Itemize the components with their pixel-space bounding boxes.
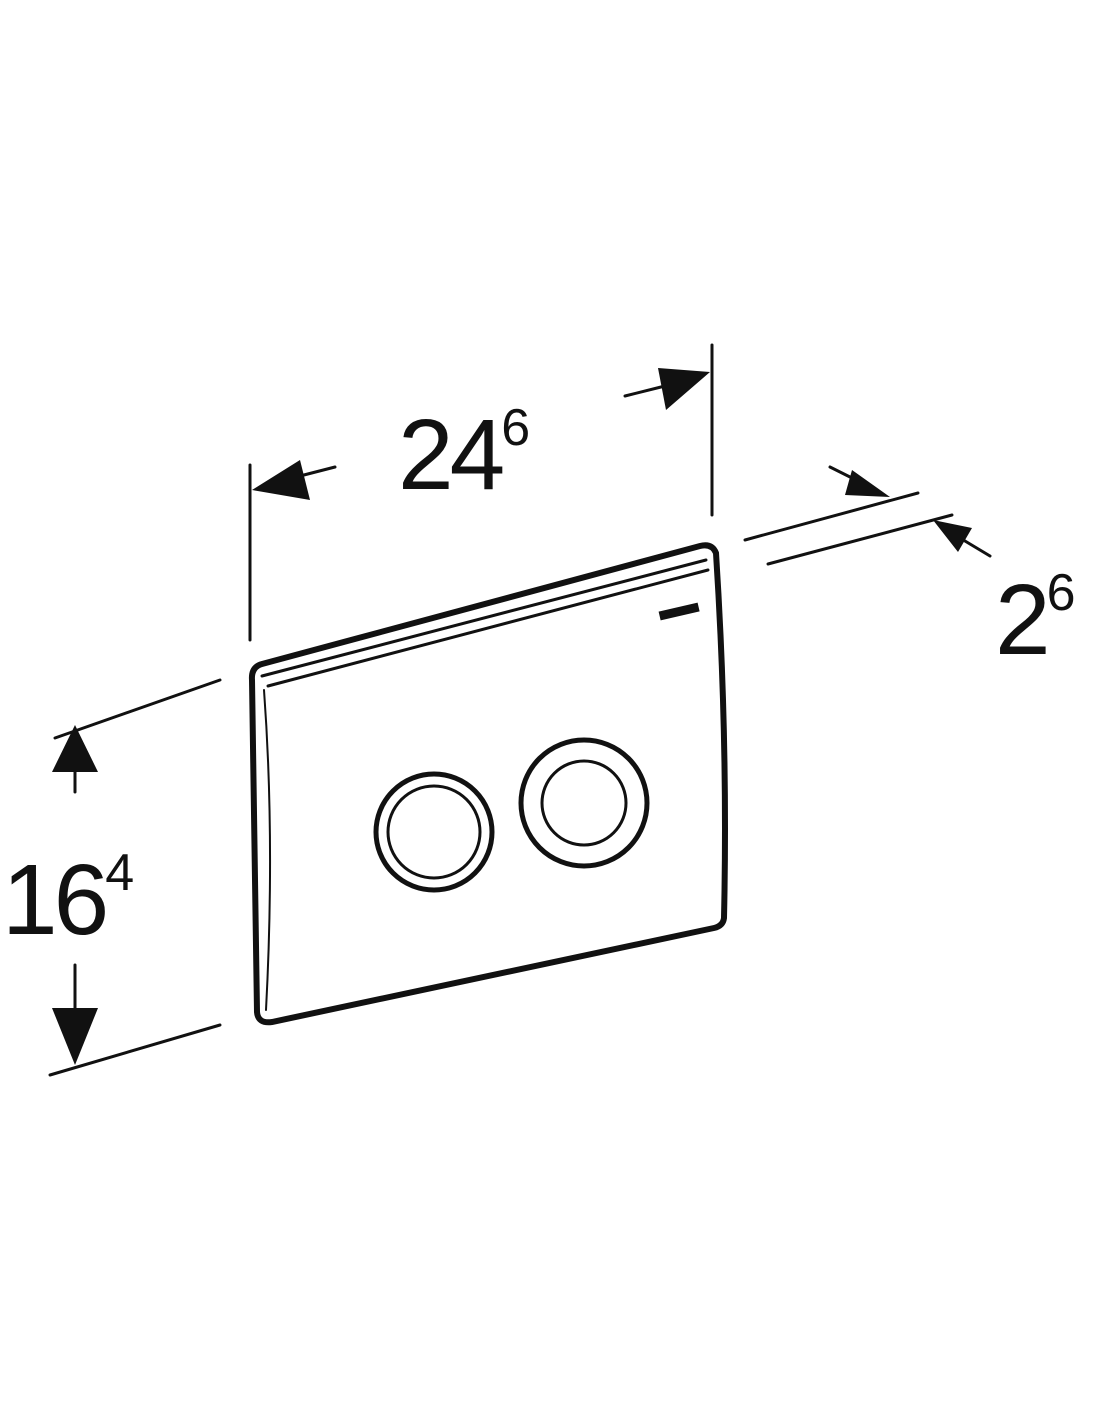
arrow-left-icon [252,460,310,500]
extension-line [766,513,954,566]
width-value: 24 [398,399,505,511]
width-dimension-label: 246 [398,402,530,505]
arrow-up-icon [52,725,98,772]
plate-bevel-line [266,568,710,688]
small-flush-button-outer [373,771,495,893]
dimension-line [298,465,337,478]
arrow-up-left-icon [933,520,972,552]
brand-logo [658,602,700,621]
arrow-down-right-icon [845,470,890,497]
plate-bevel-left [263,689,272,1011]
height-superscript: 4 [105,844,135,902]
extension-line [743,491,920,542]
dimension-line [958,536,992,558]
plate-outline [248,542,728,1026]
arrow-right-icon [658,368,710,410]
dimension-line [623,384,667,398]
height-dimension-label: 164 [2,847,134,950]
depth-dimension-label: 26 [995,567,1076,670]
large-flush-button-inner [540,759,628,847]
small-flush-button-inner [386,784,482,880]
plate-bevel-line [260,558,708,678]
height-value: 16 [2,844,109,956]
extension-line [53,678,222,740]
extension-line [48,1023,222,1077]
width-superscript: 6 [501,399,531,457]
large-flush-button-outer [518,737,650,869]
arrow-down-icon [52,1008,98,1065]
depth-superscript: 6 [1046,564,1076,622]
depth-value: 2 [995,564,1051,676]
